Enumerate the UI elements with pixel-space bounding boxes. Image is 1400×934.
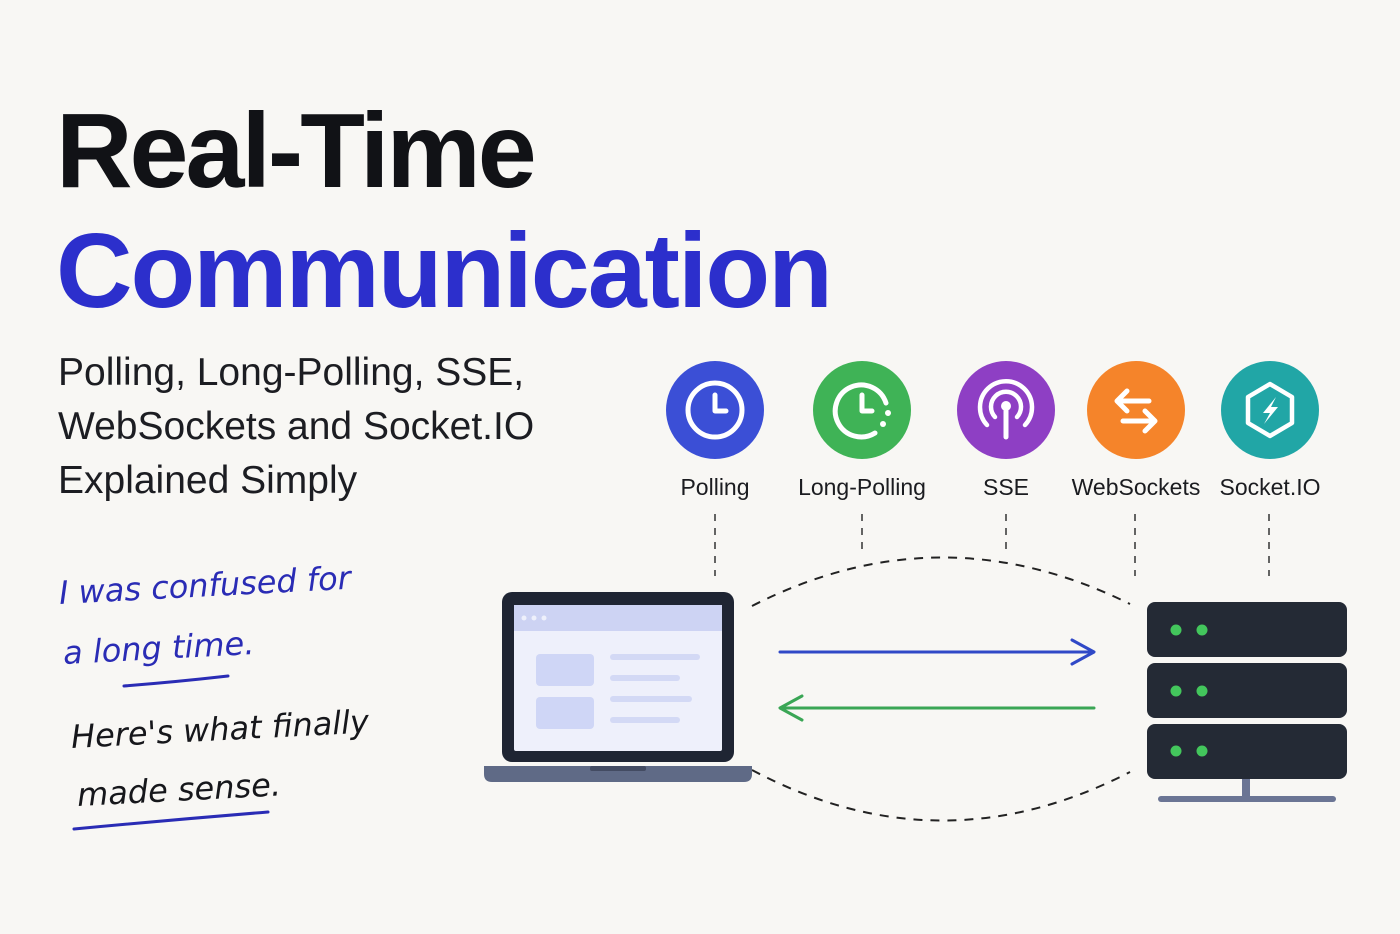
request-arrow (778, 638, 1096, 666)
laptop-client (484, 592, 752, 782)
server-status-leds (1170, 624, 1208, 757)
broadcast-antenna-icon (977, 379, 1035, 440)
laptop-window-bar (514, 605, 722, 631)
label-websockets: WebSockets (1071, 474, 1201, 500)
dashed-arc-top (751, 556, 1131, 607)
polling-icon-badge (666, 361, 764, 459)
response-arrow (778, 694, 1096, 722)
title-line-real-time: Real-Time (56, 92, 537, 210)
title-line-communication: Communication (56, 212, 833, 330)
server (1147, 602, 1347, 802)
laptop-card-2 (536, 697, 594, 729)
subtitle-line-2: WebSockets and Socket.IO (58, 405, 535, 448)
server-unit-2 (1147, 663, 1347, 718)
label-socketio: Socket.IO (1219, 474, 1321, 500)
label-long-polling: Long-Polling (798, 474, 926, 500)
subtitle-line-3: Explained Simply (58, 459, 358, 502)
laptop-base (484, 766, 752, 782)
clock-dotted-icon (832, 382, 891, 440)
server-unit-3 (1147, 724, 1347, 779)
clock-icon (685, 380, 745, 440)
icon-connector-lines (714, 514, 1270, 576)
sse-icon-badge (957, 361, 1055, 459)
socketio-icon-badge (1221, 361, 1319, 459)
underline-made-sense (72, 810, 270, 831)
label-polling: Polling (680, 474, 750, 500)
laptop-notch (590, 766, 646, 771)
long-polling-icon-badge (813, 361, 911, 459)
server-base (1158, 796, 1336, 802)
server-unit-1 (1147, 602, 1347, 657)
dashed-arc-bottom (751, 769, 1131, 822)
server-stand (1242, 779, 1250, 797)
bidirectional-arrows-icon (1114, 388, 1158, 434)
underline-long-time (122, 674, 230, 688)
subtitle-line-1: Polling, Long-Polling, SSE, (58, 351, 525, 394)
websockets-icon-badge (1087, 361, 1185, 459)
laptop-card-1 (536, 654, 594, 686)
hexagon-bolt-icon (1245, 381, 1295, 439)
label-sse: SSE (982, 474, 1030, 500)
subtitle: Polling, Long-Polling, SSE, WebSockets a… (58, 346, 534, 508)
